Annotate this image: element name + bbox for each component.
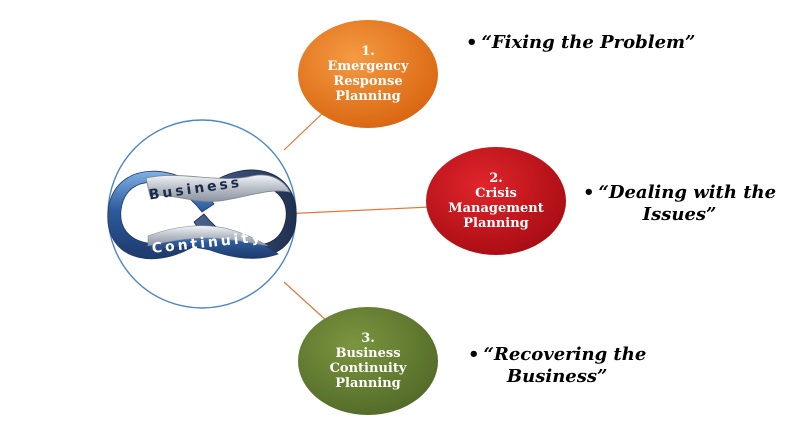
connector-line-3 xyxy=(283,281,329,323)
node-2-line-2: Management xyxy=(448,201,544,216)
node-3-circle xyxy=(298,307,438,415)
logo-ring xyxy=(107,119,297,309)
node-1-number: 1. xyxy=(361,44,375,59)
node-1-line-1: Emergency xyxy=(327,59,409,74)
node-emergency-response: 1. Emergency Response Planning xyxy=(298,20,438,128)
quote-1-bullet: • xyxy=(466,32,478,53)
node-2-circle xyxy=(426,147,566,255)
quote-2-line-2: Issues” xyxy=(642,204,717,225)
quote-dealing-issues: •“Dealing with the Issues” xyxy=(583,182,776,226)
node-1-circle xyxy=(298,20,438,128)
quote-3-line-1: “Recovering the xyxy=(483,344,647,365)
node-1-line-3: Planning xyxy=(335,89,401,104)
quote-1-line-1: “Fixing the Problem” xyxy=(481,32,696,53)
infinity-icon xyxy=(107,169,297,260)
quote-2-bullet: • xyxy=(583,182,595,203)
node-2-line-1: Crisis xyxy=(475,186,517,201)
quote-fixing-problem: •“Fixing the Problem” xyxy=(466,32,695,54)
node-crisis-management: 2. Crisis Management Planning xyxy=(426,147,566,255)
connector-line-2 xyxy=(281,206,431,215)
connector-line-1 xyxy=(283,109,327,151)
quote-2-line-1: “Dealing with the xyxy=(598,182,777,203)
node-3-line-2: Continuity xyxy=(329,361,407,376)
quote-3-line-2: Business” xyxy=(506,366,608,387)
node-3-number: 3. xyxy=(361,331,375,346)
node-business-continuity: 3. Business Continuity Planning xyxy=(298,307,438,415)
node-3-line-1: Business xyxy=(335,346,401,361)
quote-3-bullet: • xyxy=(468,344,480,365)
node-3-line-3: Planning xyxy=(335,376,401,391)
node-2-number: 2. xyxy=(489,171,503,186)
node-2-line-3: Planning xyxy=(463,216,529,231)
quote-recovering-business: •“Recovering the Business” xyxy=(468,344,646,388)
node-1-line-2: Response xyxy=(333,74,403,89)
